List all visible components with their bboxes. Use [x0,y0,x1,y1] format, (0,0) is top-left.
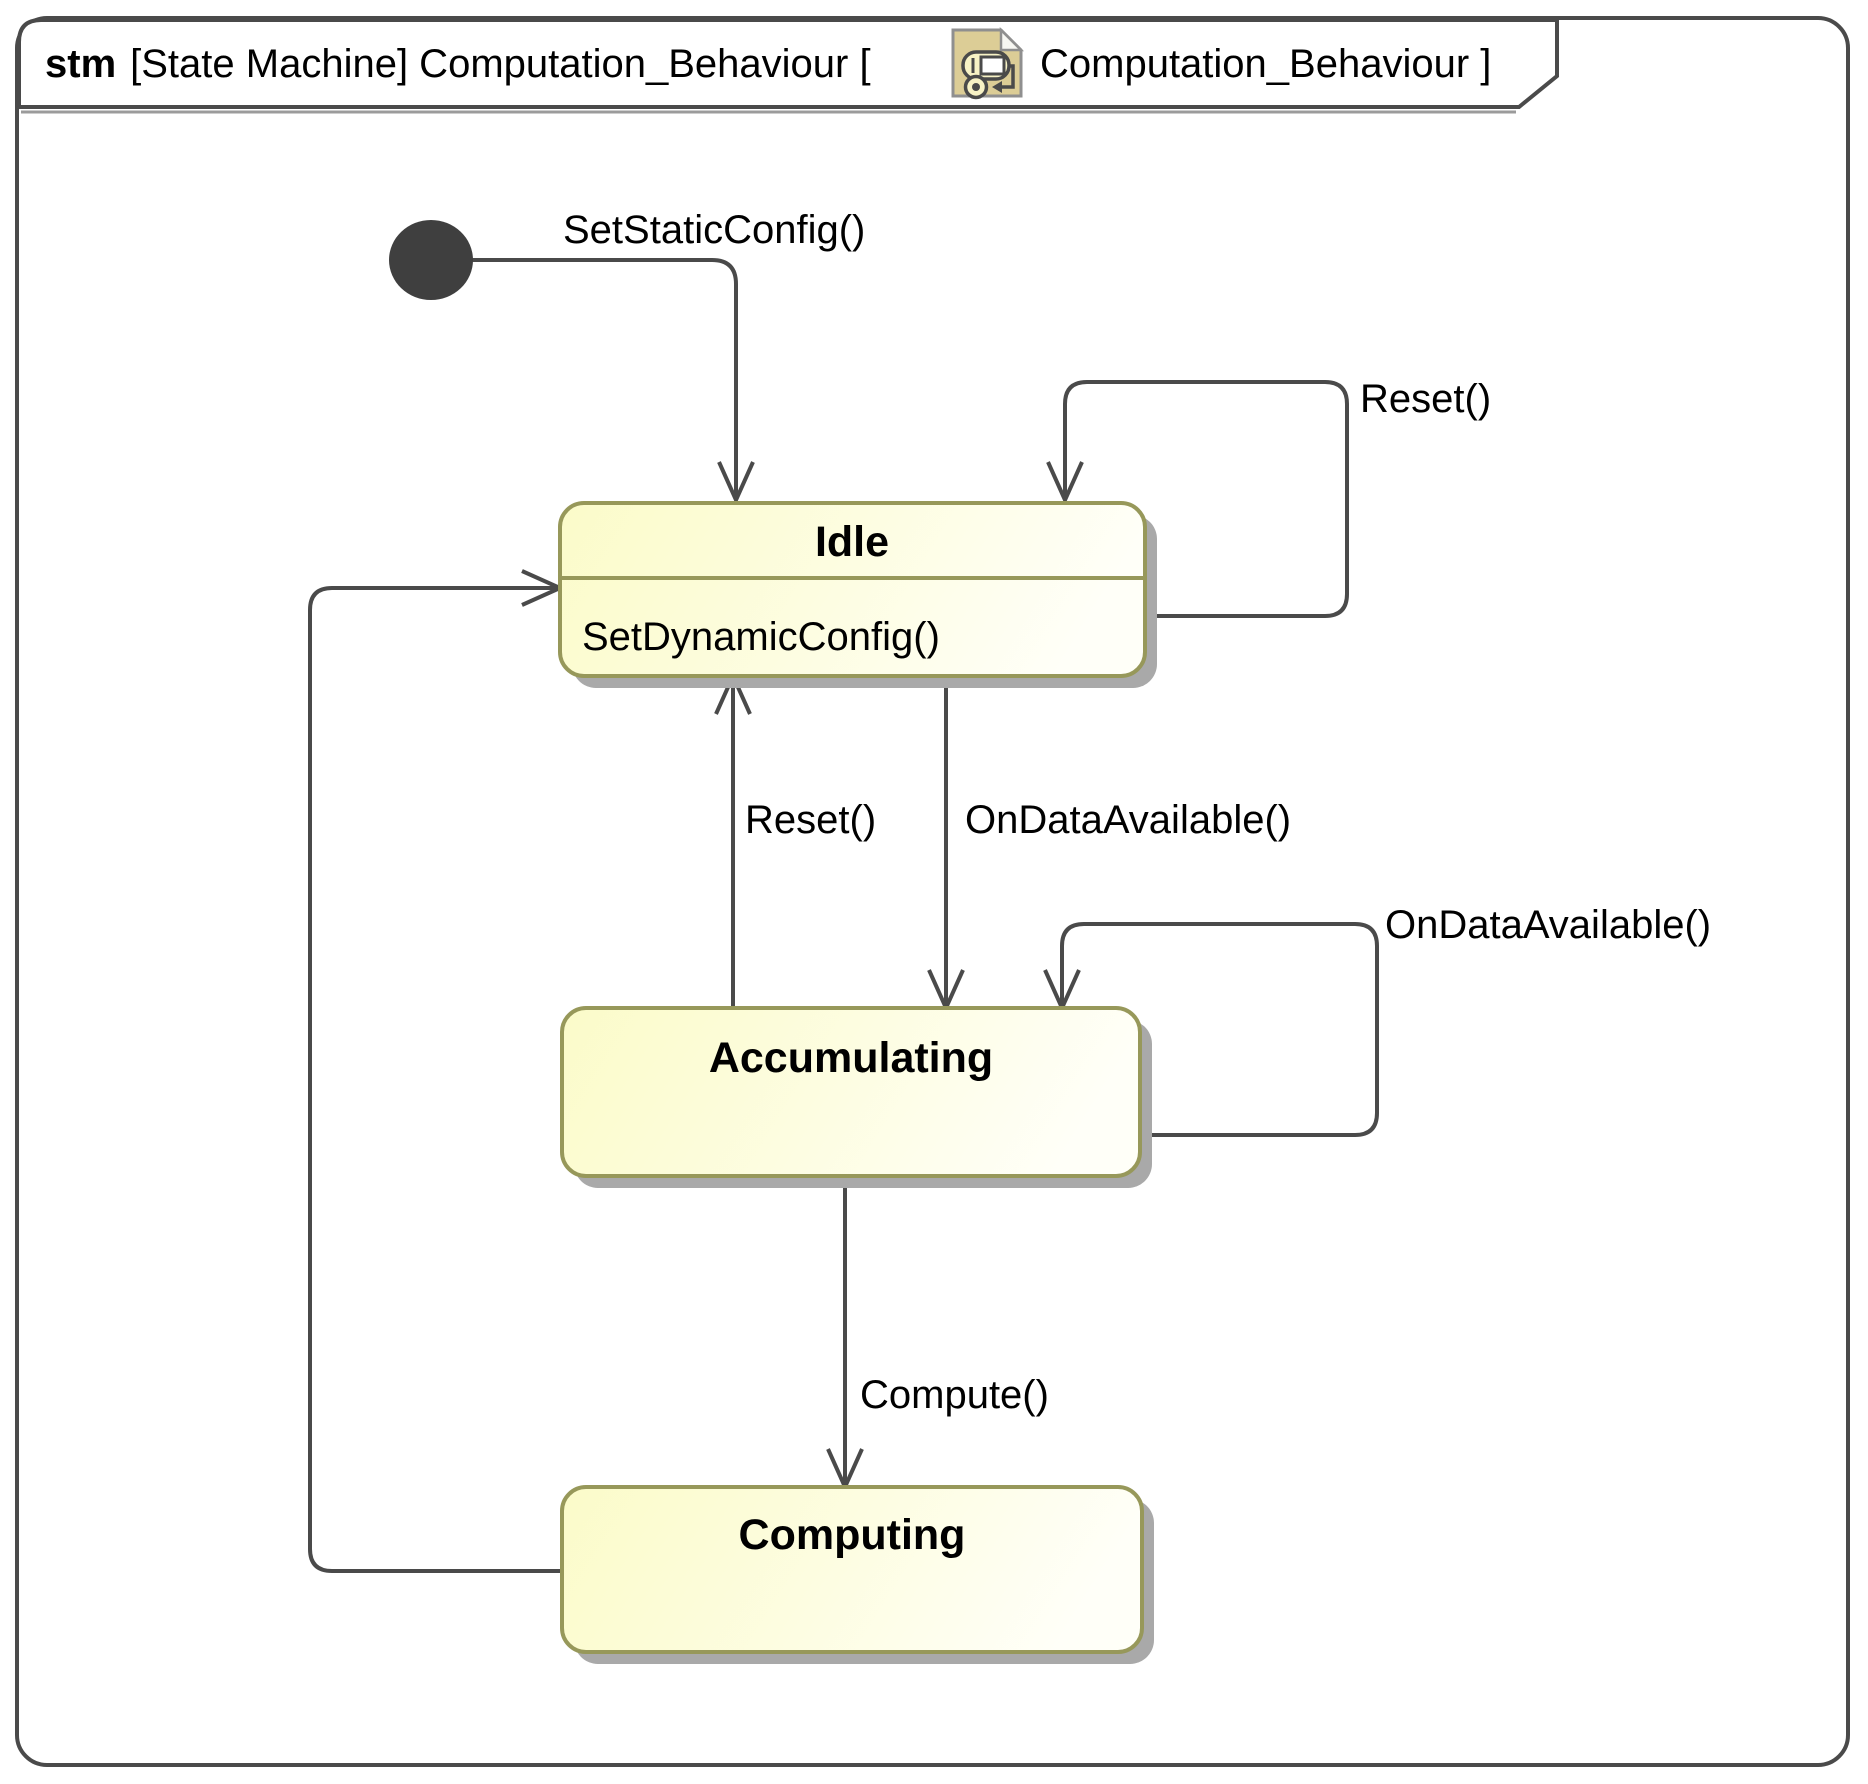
state-internal-behavior: SetDynamicConfig() [582,615,940,659]
state-machine-diagram-icon [951,26,1025,100]
tab-title: stm [State Machine] Computation_Behaviour… [45,42,871,86]
transition-idle-to-accumulating[interactable]: OnDataAvailable() [927,676,1291,1013]
transition-label: OnDataAvailable() [965,798,1291,842]
initial-node[interactable] [389,220,473,300]
arrowhead-down [717,461,755,505]
tab-title-rest: [State Machine] Computation_Behaviour [ [130,42,870,86]
transition-accumulating-to-computing[interactable]: Compute() [826,1176,1049,1492]
transition-label: Compute() [860,1373,1049,1417]
transition-label: Reset() [745,798,876,842]
tab-diagram-ref: Computation_Behaviour ] [1040,42,1491,86]
state-accumulating[interactable]: Accumulating [560,1006,1152,1188]
tab-keyword: stm [45,42,116,86]
state-idle[interactable]: Idle SetDynamicConfig() [558,501,1157,688]
transition-accumulating-to-idle[interactable]: Reset() [714,671,876,1008]
transition-idle-self-reset[interactable]: Reset() [1046,377,1491,618]
diagram-title-tab: stm [State Machine] Computation_Behaviour… [17,18,1559,114]
transition-label: Reset() [1360,377,1491,421]
transition-label: OnDataAvailable() [1385,903,1711,947]
state-shape [560,1485,1144,1654]
state-name: Computing [739,1511,966,1559]
state-computing[interactable]: Computing [560,1485,1154,1664]
state-name: Accumulating [709,1034,993,1082]
state-shape [558,501,1147,678]
transition-initial-to-idle[interactable]: SetStaticConfig() [471,208,865,505]
transition-label: SetStaticConfig() [563,208,865,252]
transition-accumulating-self[interactable]: OnDataAvailable() [1043,903,1711,1137]
tab-shape [17,18,1559,109]
arrowhead-down [1046,461,1084,505]
state-name: Idle [815,518,889,566]
state-shape [560,1006,1142,1178]
